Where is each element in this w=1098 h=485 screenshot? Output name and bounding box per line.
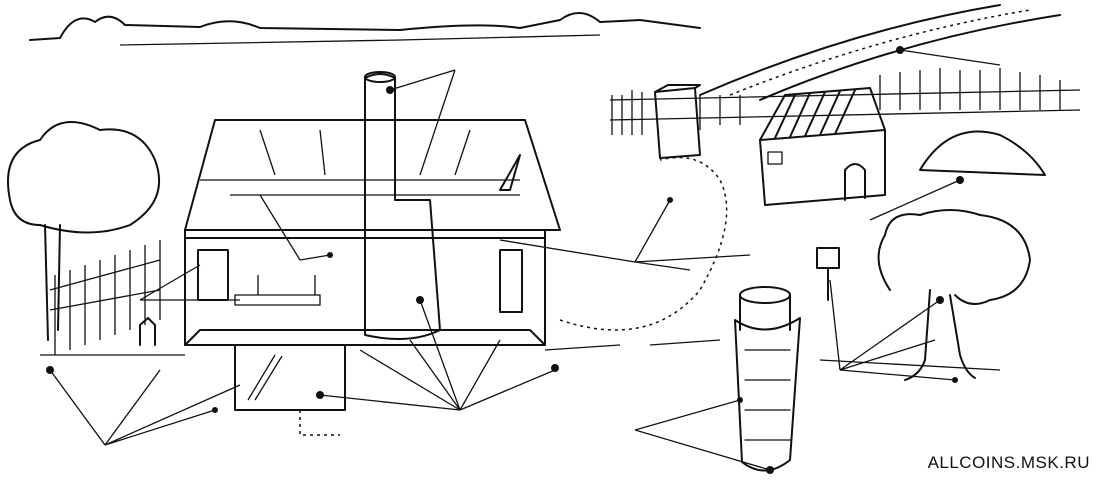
- house: [184, 71, 561, 436]
- right-tree: [877, 209, 1031, 381]
- footpath: [559, 156, 728, 331]
- outhouse: [654, 84, 701, 159]
- shed: [759, 87, 886, 206]
- road: [699, 4, 1001, 96]
- pointer-arrows: [49, 49, 1001, 471]
- cellar: [234, 344, 346, 411]
- well: [734, 286, 801, 472]
- mailbox-post: [816, 247, 840, 301]
- earth-cellar: [919, 130, 1046, 176]
- site-watermark: ALLCOINS.MSK.RU: [927, 453, 1090, 472]
- left-tree: [7, 121, 161, 341]
- horizon-clouds: [29, 12, 701, 41]
- left-fence: [49, 240, 161, 355]
- chimney: [364, 73, 441, 340]
- back-fence: [609, 68, 1081, 135]
- find-spots: [46, 46, 964, 474]
